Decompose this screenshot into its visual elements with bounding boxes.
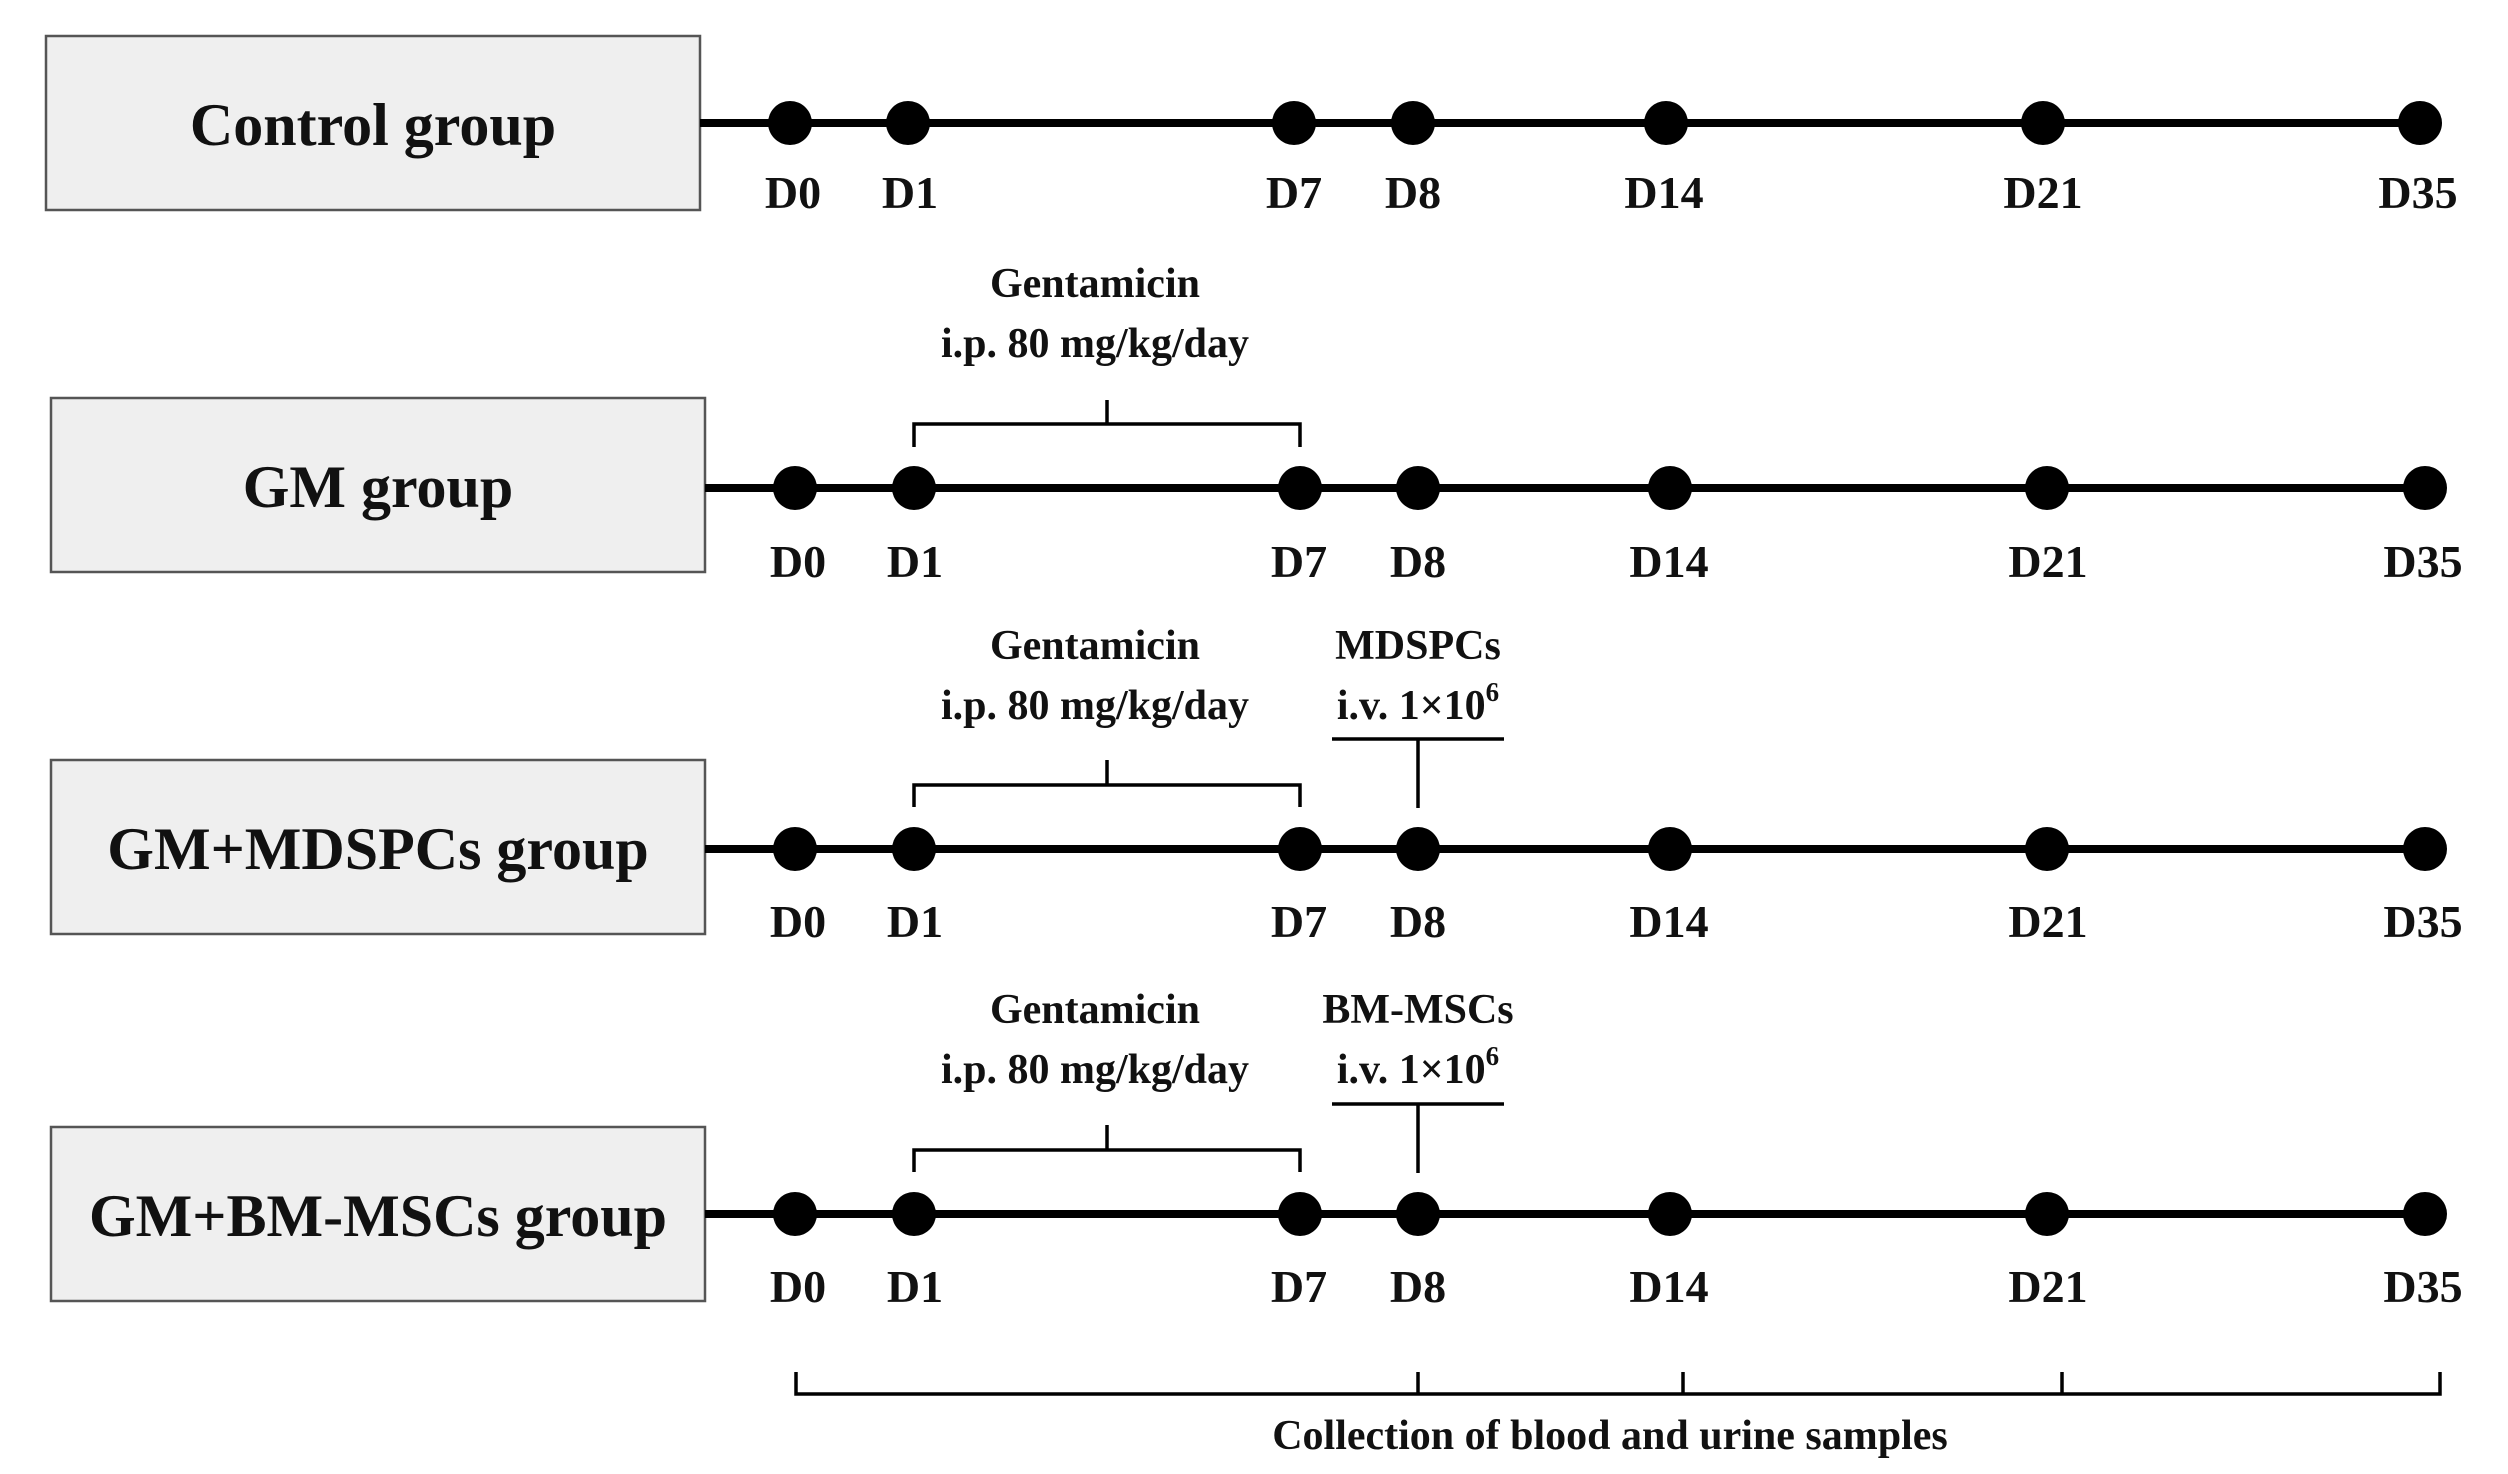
day-dot-d35 bbox=[2403, 466, 2447, 510]
day-dot-d1 bbox=[892, 466, 936, 510]
day-label-d7: D7 bbox=[1271, 536, 1327, 587]
group-box bbox=[49, 396, 707, 574]
day-dot-d21 bbox=[2021, 101, 2065, 145]
day-label-d35: D35 bbox=[2383, 536, 2462, 587]
day-label-d35: D35 bbox=[2378, 167, 2457, 218]
day-dot-d14 bbox=[1648, 827, 1692, 871]
day-label-d0: D0 bbox=[770, 896, 826, 947]
timeline-row-control: Control group D0 D1 D7 D8 D14 D21 D35 bbox=[44, 34, 2458, 218]
day-label-d35: D35 bbox=[2383, 896, 2462, 947]
day-label-d1: D1 bbox=[882, 167, 938, 218]
treatment-dose-label: i.p. 80 mg/kg/day bbox=[941, 1047, 1249, 1093]
collection-bracket bbox=[794, 1372, 2442, 1396]
day-dot-d1 bbox=[892, 827, 936, 871]
group-label: GM group bbox=[243, 454, 514, 520]
treatment-dose-label: i.p. 80 mg/kg/day bbox=[941, 683, 1249, 729]
treatment-bracket bbox=[912, 1125, 1302, 1172]
day-label-d21: D21 bbox=[2003, 167, 2082, 218]
timeline-row-gm-mdspcs: Gentamicin i.p. 80 mg/kg/day MDSPCs i.v.… bbox=[49, 623, 2463, 947]
injection-dose-exponent: 6 bbox=[1486, 677, 1500, 707]
day-label-d8: D8 bbox=[1390, 536, 1446, 587]
injection-marker bbox=[1332, 737, 1504, 808]
day-dots bbox=[773, 1192, 2447, 1236]
day-dots bbox=[773, 827, 2447, 871]
day-dot-d8 bbox=[1396, 466, 1440, 510]
day-label-d8: D8 bbox=[1390, 896, 1446, 947]
injection-dose-base: i.v. 1×10 bbox=[1337, 683, 1486, 729]
sample-collection: Collection of blood and urine samples bbox=[794, 1372, 2442, 1459]
day-dot-d7 bbox=[1278, 466, 1322, 510]
day-dot-d7 bbox=[1278, 827, 1322, 871]
injection-cell-label: BM-MSCs bbox=[1322, 987, 1513, 1033]
day-dot-d0 bbox=[773, 1192, 817, 1236]
injection-marker bbox=[1332, 1102, 1504, 1173]
day-dot-d0 bbox=[773, 466, 817, 510]
day-dot-d35 bbox=[2403, 1192, 2447, 1236]
day-label-d7: D7 bbox=[1266, 167, 1322, 218]
day-label-d7: D7 bbox=[1271, 896, 1327, 947]
day-label-d21: D21 bbox=[2008, 896, 2087, 947]
treatment-bracket bbox=[912, 400, 1302, 447]
group-box bbox=[44, 34, 702, 212]
day-label-d0: D0 bbox=[770, 536, 826, 587]
day-label-d8: D8 bbox=[1390, 1261, 1446, 1312]
day-label-d0: D0 bbox=[770, 1261, 826, 1312]
group-label: GM+BM-MSCs group bbox=[89, 1183, 667, 1249]
day-label-d1: D1 bbox=[887, 896, 943, 947]
collection-label: Collection of blood and urine samples bbox=[1272, 1413, 1948, 1459]
injection-dose-base: i.v. 1×10 bbox=[1337, 1047, 1486, 1093]
injection-dose-exponent: 6 bbox=[1486, 1041, 1500, 1071]
timeline-row-gm: Gentamicin i.p. 80 mg/kg/day GM group D0… bbox=[49, 261, 2463, 587]
day-dot-d7 bbox=[1278, 1192, 1322, 1236]
day-dot-d8 bbox=[1391, 101, 1435, 145]
day-label-d1: D1 bbox=[887, 536, 943, 587]
injection-dose-label: i.v. 1×106 bbox=[1337, 677, 1499, 729]
day-label-d14: D14 bbox=[1624, 167, 1703, 218]
day-dot-d14 bbox=[1644, 101, 1688, 145]
group-label: Control group bbox=[190, 92, 556, 158]
day-dot-d8 bbox=[1396, 1192, 1440, 1236]
treatment-bracket bbox=[912, 760, 1302, 807]
day-label-d14: D14 bbox=[1629, 536, 1708, 587]
day-dot-d7 bbox=[1272, 101, 1316, 145]
day-label-d0: D0 bbox=[765, 167, 821, 218]
day-label-d7: D7 bbox=[1271, 1261, 1327, 1312]
day-label-d14: D14 bbox=[1629, 896, 1708, 947]
group-box bbox=[49, 758, 707, 936]
day-dot-d1 bbox=[886, 101, 930, 145]
day-label-d8: D8 bbox=[1385, 167, 1441, 218]
day-dot-d0 bbox=[768, 101, 812, 145]
day-label-d1: D1 bbox=[887, 1261, 943, 1312]
group-box bbox=[49, 1125, 707, 1303]
day-label-d14: D14 bbox=[1629, 1261, 1708, 1312]
day-label-d21: D21 bbox=[2008, 1261, 2087, 1312]
day-dot-d14 bbox=[1648, 1192, 1692, 1236]
day-dot-d21 bbox=[2025, 827, 2069, 871]
timeline-row-gm-bm-mscs: Gentamicin i.p. 80 mg/kg/day BM-MSCs i.v… bbox=[49, 987, 2463, 1312]
day-dots bbox=[773, 466, 2447, 510]
day-dot-d1 bbox=[892, 1192, 936, 1236]
day-dot-d35 bbox=[2398, 101, 2442, 145]
day-dot-d8 bbox=[1396, 827, 1440, 871]
treatment-drug-label: Gentamicin bbox=[990, 623, 1200, 669]
day-dot-d35 bbox=[2403, 827, 2447, 871]
treatment-drug-label: Gentamicin bbox=[990, 261, 1200, 307]
treatment-drug-label: Gentamicin bbox=[990, 987, 1200, 1033]
treatment-dose-label: i.p. 80 mg/kg/day bbox=[941, 321, 1249, 367]
injection-dose-label: i.v. 1×106 bbox=[1337, 1041, 1499, 1093]
day-dot-d14 bbox=[1648, 466, 1692, 510]
day-dots bbox=[768, 101, 2442, 145]
day-dot-d21 bbox=[2025, 466, 2069, 510]
group-label: GM+MDSPCs group bbox=[107, 816, 648, 882]
day-label-d21: D21 bbox=[2008, 536, 2087, 587]
injection-cell-label: MDSPCs bbox=[1335, 623, 1501, 669]
day-dot-d21 bbox=[2025, 1192, 2069, 1236]
day-label-d35: D35 bbox=[2383, 1261, 2462, 1312]
day-dot-d0 bbox=[773, 827, 817, 871]
